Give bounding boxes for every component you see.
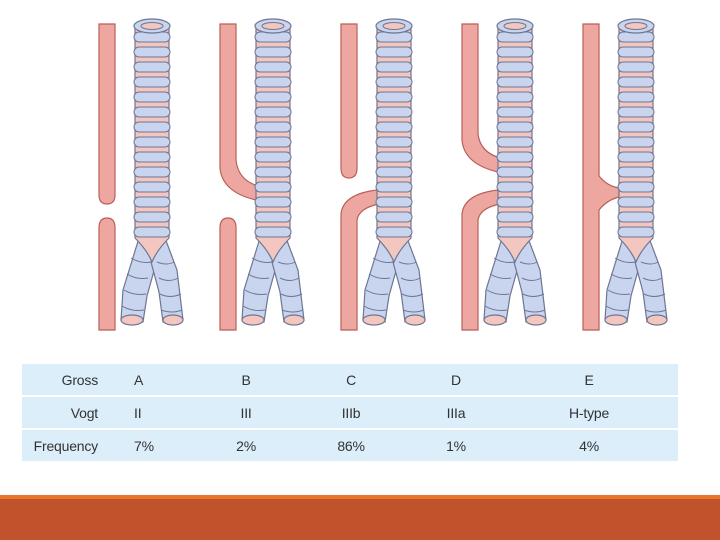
esophagus-upper-pouch xyxy=(340,23,358,179)
tef-classification-diagram xyxy=(98,18,668,331)
footer-bar xyxy=(0,499,720,540)
table-cell: III xyxy=(202,395,291,429)
row-label: Gross xyxy=(61,371,99,388)
variant-e xyxy=(582,18,668,331)
trachea xyxy=(362,18,426,326)
variant-b xyxy=(219,18,305,331)
trachea xyxy=(241,18,305,326)
table-cell: IIIb xyxy=(290,395,412,429)
esophagus-lower-segment xyxy=(219,217,237,331)
trachea xyxy=(483,18,547,326)
table-cell: D xyxy=(451,371,461,388)
table-cell: C xyxy=(346,371,356,388)
table-row-frequency: Frequency 7% 2% 86% 1% 4% xyxy=(22,428,678,461)
table-row-vogt: Vogt II III IIIb IIIa H-type xyxy=(22,395,678,429)
trachea xyxy=(120,18,184,326)
variant-d xyxy=(461,18,547,331)
table-cell: H-type xyxy=(500,395,678,429)
table-cell: 2% xyxy=(202,428,291,461)
table-cell: E xyxy=(584,371,594,388)
table-cell: IIIa xyxy=(411,395,501,429)
variant-a xyxy=(98,18,184,331)
table-cell: 1% xyxy=(411,428,501,461)
table-row-gross: Gross A B C D E xyxy=(22,364,678,396)
table-cell: 86% xyxy=(290,428,412,461)
table-cell: II xyxy=(126,395,202,429)
classification-table: Gross A B C D E Vogt II III IIIb IIIa H-… xyxy=(22,364,678,461)
table-cell: B xyxy=(241,371,251,388)
table-cell: 7% xyxy=(126,428,202,461)
row-label: Frequency xyxy=(22,428,126,461)
variant-c xyxy=(340,18,426,331)
esophagus-upper-pouch xyxy=(98,23,116,205)
row-label: Vogt xyxy=(22,395,126,429)
table-cell: A xyxy=(134,371,144,388)
footer-accent-line xyxy=(0,495,720,499)
trachea xyxy=(604,18,668,326)
esophagus-upper-pouch xyxy=(219,23,259,201)
esophagus-upper-pouch xyxy=(461,23,501,173)
esophagus-lower-segment xyxy=(98,217,116,331)
table-cell: 4% xyxy=(500,428,678,461)
